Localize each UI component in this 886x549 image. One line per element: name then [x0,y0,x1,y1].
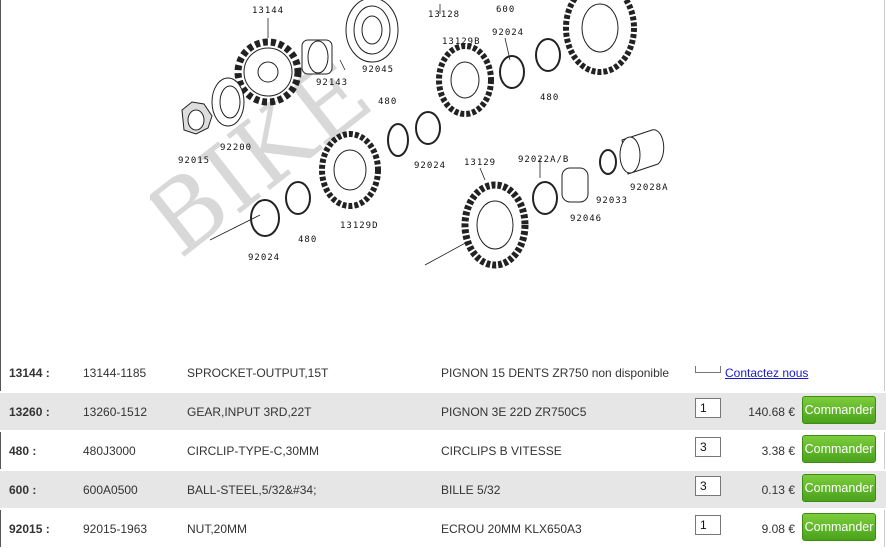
quantity-input[interactable] [695,366,721,373]
part-label: 92200 [220,143,252,153]
part-description: NUT,20MM [187,522,248,536]
quantity-input[interactable] [695,398,721,418]
part-description-fr: CIRCLIPS B VITESSE [441,444,562,458]
quantity-input[interactable] [695,437,721,457]
part-label: 92024 [414,161,446,171]
sprocket-drawing [234,38,302,106]
parts-diagram: BIKE [125,0,710,290]
part-label: 92033 [596,196,628,206]
part-code: 480J3000 [83,444,136,458]
part-label: 13144 [252,6,284,16]
part-description-fr: PIGNON 15 DENTS ZR750 non disponible [441,366,670,380]
part-label: 92045 [362,65,394,75]
price: 3.38 € [761,444,795,458]
part-ref: 13260 : [9,405,50,419]
order-button[interactable]: Commander [802,474,876,502]
part-label: 92024 [248,253,280,263]
part-ref: 480 : [9,444,37,458]
part-label: 13129D [340,221,379,231]
part-ref: 13144 : [9,366,50,380]
part-label: 92024 [492,28,524,38]
parts-table: 13144 : 13144-1185 SPROCKET-OUTPUT,15T P… [0,354,886,549]
part-description: GEAR,INPUT 3RD,22T [187,405,312,419]
part-row: 480 : 480J3000 CIRCLIP-TYPE-C,30MM CIRCL… [0,432,886,471]
part-ref: 600 : [9,483,37,497]
part-description: BALL-STEEL,5/32&#34; [187,483,317,497]
part-code: 13144-1185 [83,366,147,380]
part-label: 480 [298,235,317,245]
part-label: 92015 [178,156,210,166]
part-label: 600 [496,5,515,15]
price: 0.13 € [761,483,795,497]
part-label: 480 [540,93,559,103]
part-label: 92028A [630,183,669,193]
part-label: 480 [378,97,397,107]
part-description-fr: PIGNON 3E 22D ZR750C5 [441,405,587,419]
part-code: 92015-1963 [83,522,148,536]
part-label: 92022A/B [518,155,569,165]
part-ref: 92015 : [9,522,50,536]
part-label: 13129 [464,158,496,168]
part-row: 13260 : 13260-1512 GEAR,INPUT 3RD,22T PI… [0,393,886,432]
part-code: 600A0500 [83,483,138,497]
part-row: 13144 : 13144-1185 SPROCKET-OUTPUT,15T P… [0,354,886,393]
order-button[interactable]: Commander [802,435,876,463]
quantity-input[interactable] [695,476,721,496]
order-button[interactable]: Commander [802,396,876,424]
part-description-fr: BILLE 5/32 [441,483,501,497]
price: 9.08 € [761,522,795,536]
part-description: CIRCLIP-TYPE-C,30MM [187,444,320,458]
part-description: SPROCKET-OUTPUT,15T [187,366,329,380]
contact-link[interactable]: Contactez nous [725,366,809,380]
price: 140.68 € [748,405,795,419]
part-description-fr: ECROU 20MM KLX650A3 [441,522,582,536]
exploded-gear-diagram: BIKE [125,0,669,278]
part-label: 13129B [442,37,481,47]
part-row: 92015 : 92015-1963 NUT,20MM ECROU 20MM K… [0,510,886,549]
quantity-input[interactable] [695,515,721,535]
part-label: 92143 [316,78,348,88]
part-label: 92046 [570,214,602,224]
part-code: 13260-1512 [83,405,148,419]
part-label: 13128 [428,10,460,20]
part-row: 600 : 600A0500 BALL-STEEL,5/32&#34; BILL… [0,471,886,510]
order-button[interactable]: Commander [802,513,876,541]
